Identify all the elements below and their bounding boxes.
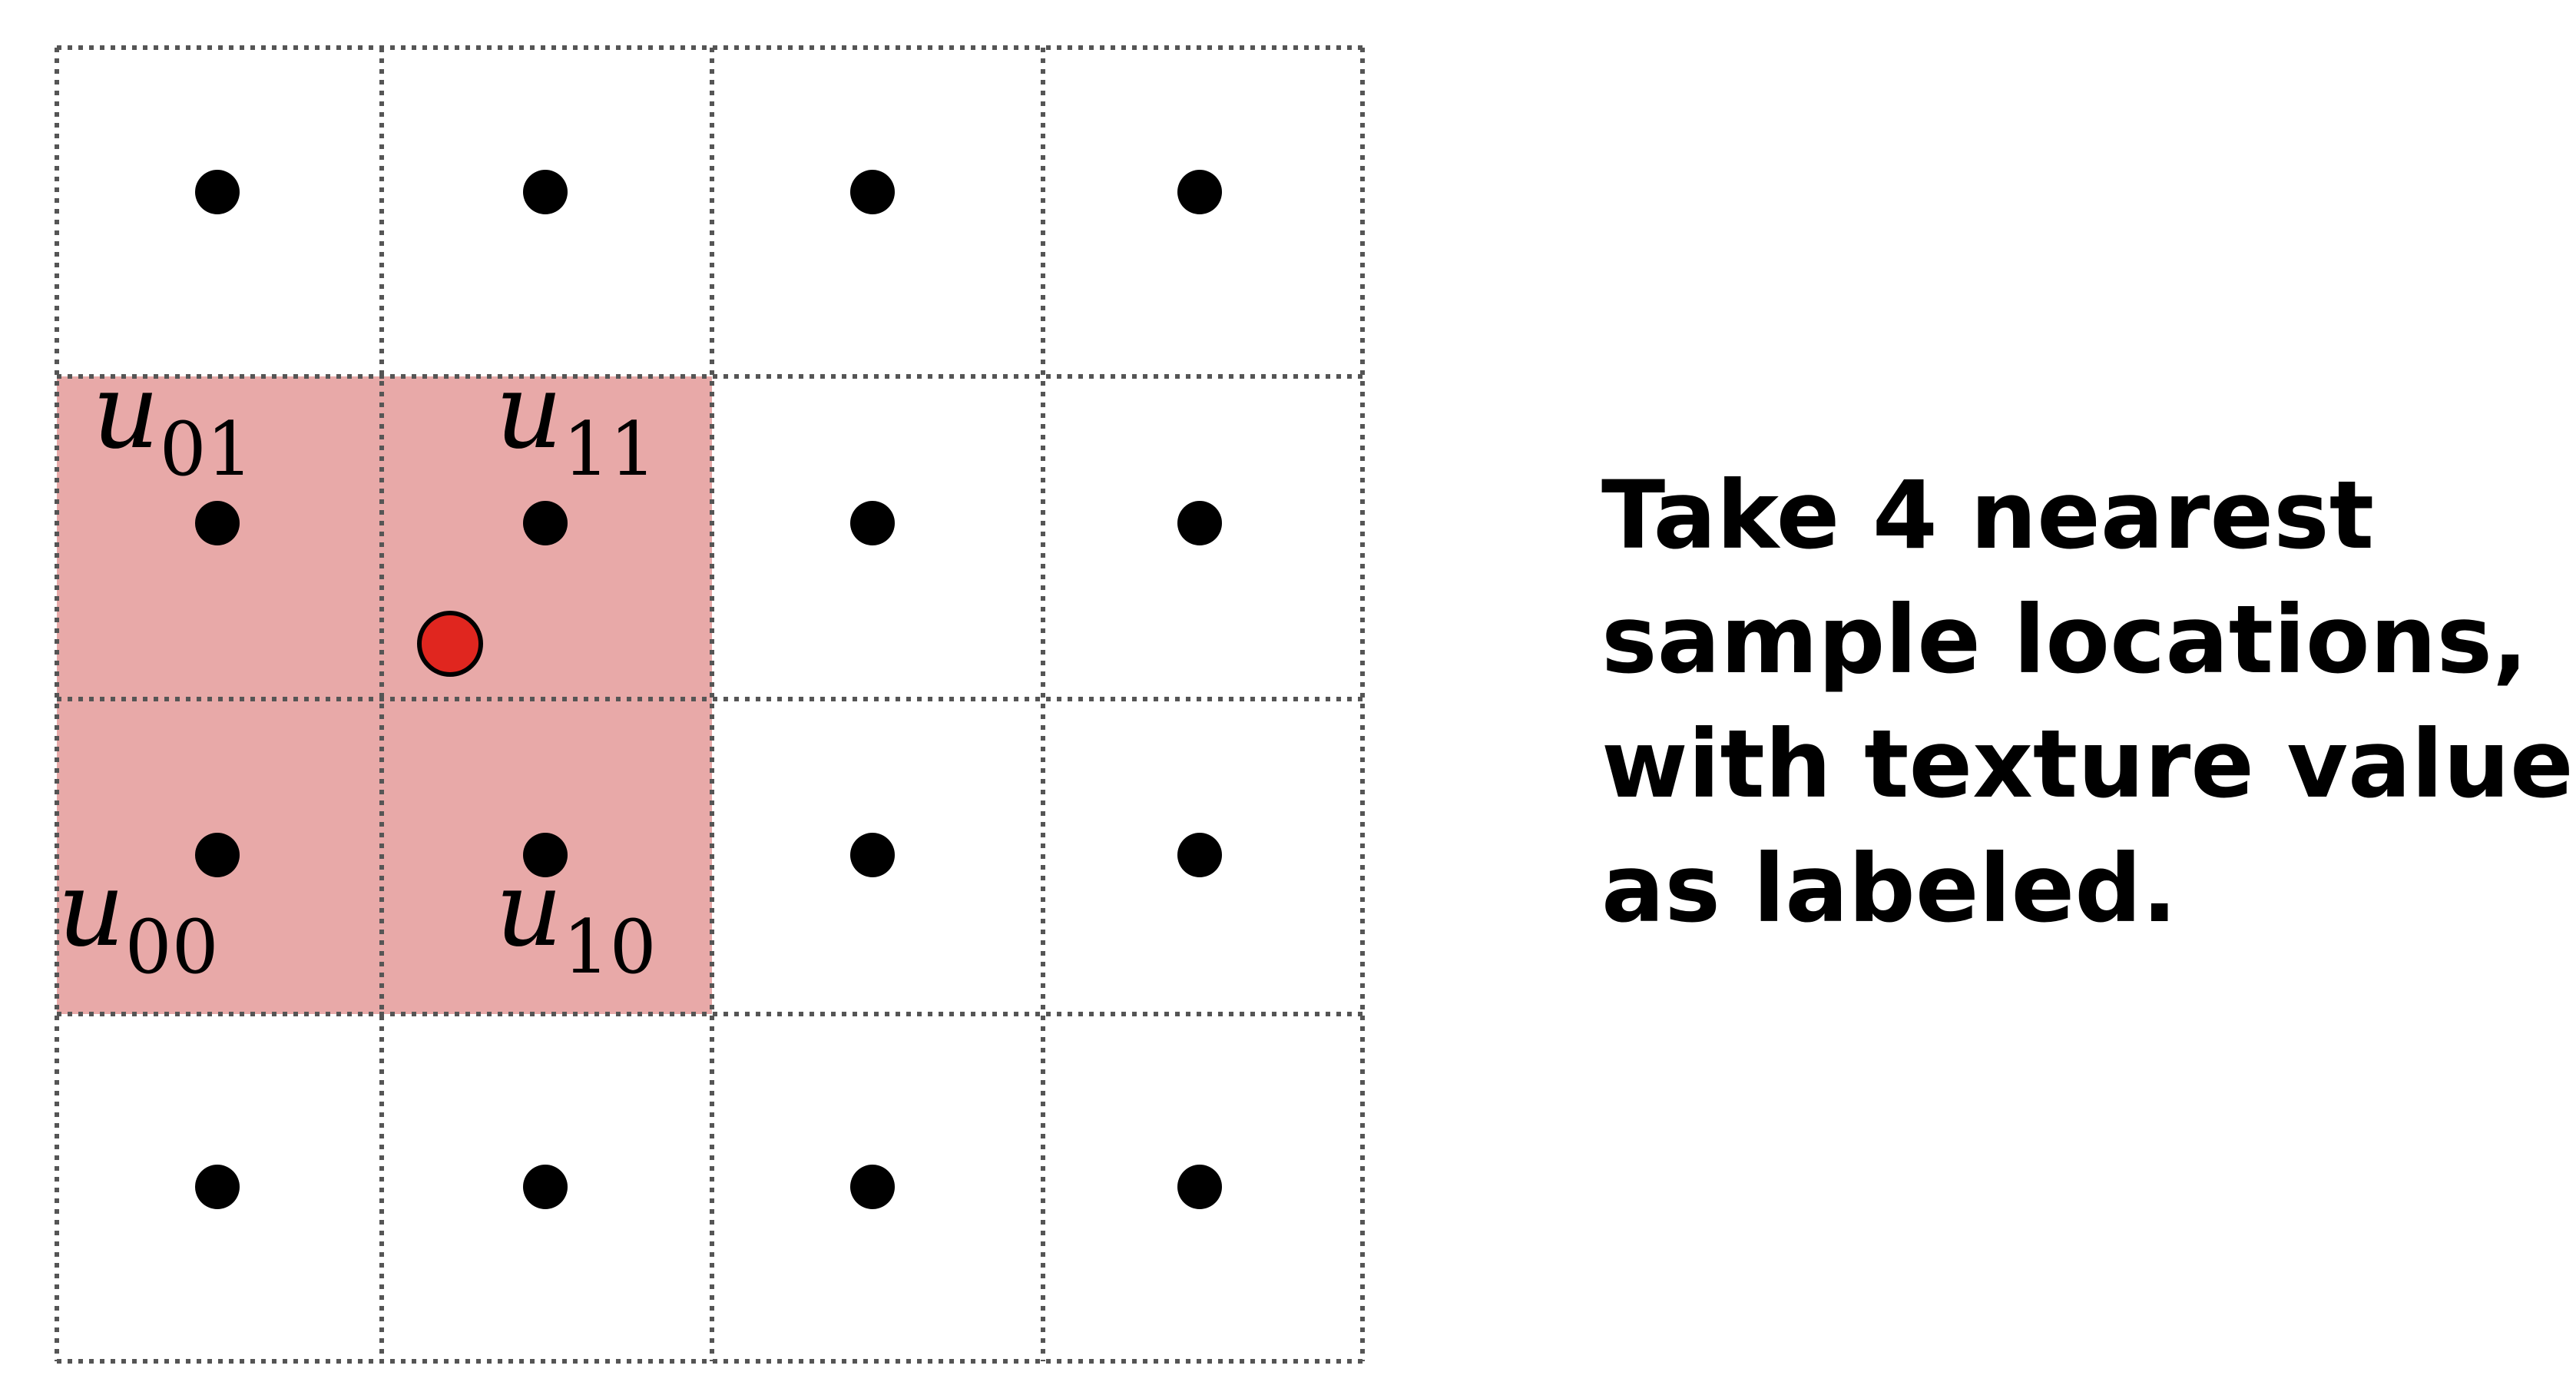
sample-location-dot (523, 170, 568, 214)
label-u10-base: u (495, 849, 563, 970)
label-u11-base: u (495, 351, 563, 472)
label-u10-sub: 10 (563, 904, 657, 990)
label-u00: u00 (58, 849, 219, 990)
sample-location-dot (850, 170, 895, 214)
label-u00-sub: 00 (125, 904, 219, 990)
sample-location-dot (850, 501, 895, 545)
label-u01-base: u (92, 351, 160, 472)
caption-line: with texture values (1601, 710, 2576, 819)
sample-location-dot (1177, 501, 1222, 545)
sample-location-dot (195, 501, 240, 545)
label-u11-sub: 11 (563, 406, 657, 492)
sample-location-dot (523, 501, 568, 545)
sample-location-dot (195, 833, 240, 877)
sample-location-dot (195, 170, 240, 214)
sample-location-dot (850, 1165, 895, 1209)
caption-line: Take 4 nearest (1601, 461, 2375, 570)
label-u01: u01 (92, 351, 253, 492)
sample-location-dot (1177, 1165, 1222, 1209)
caption-line: as labeled. (1601, 834, 2177, 943)
sample-location-dot (523, 833, 568, 877)
query-point (417, 611, 483, 677)
label-u11: u11 (495, 351, 657, 492)
sample-location-dot (195, 1165, 240, 1209)
sample-location-dot (1177, 170, 1222, 214)
caption-line: sample locations, (1601, 585, 2528, 694)
label-u10: u10 (495, 849, 657, 990)
texture-value-labels: u01 u11 u00 u10 (58, 351, 657, 990)
sample-location-dot (1177, 833, 1222, 877)
texel-grid (55, 45, 1365, 1364)
sample-location-dot (850, 833, 895, 877)
sample-locations (195, 170, 1222, 1209)
label-u00-base: u (58, 849, 125, 970)
sample-location-dot (523, 1165, 568, 1209)
caption-text: Take 4 nearest sample locations, with te… (1601, 453, 2576, 951)
label-u01-sub: 01 (160, 406, 253, 492)
